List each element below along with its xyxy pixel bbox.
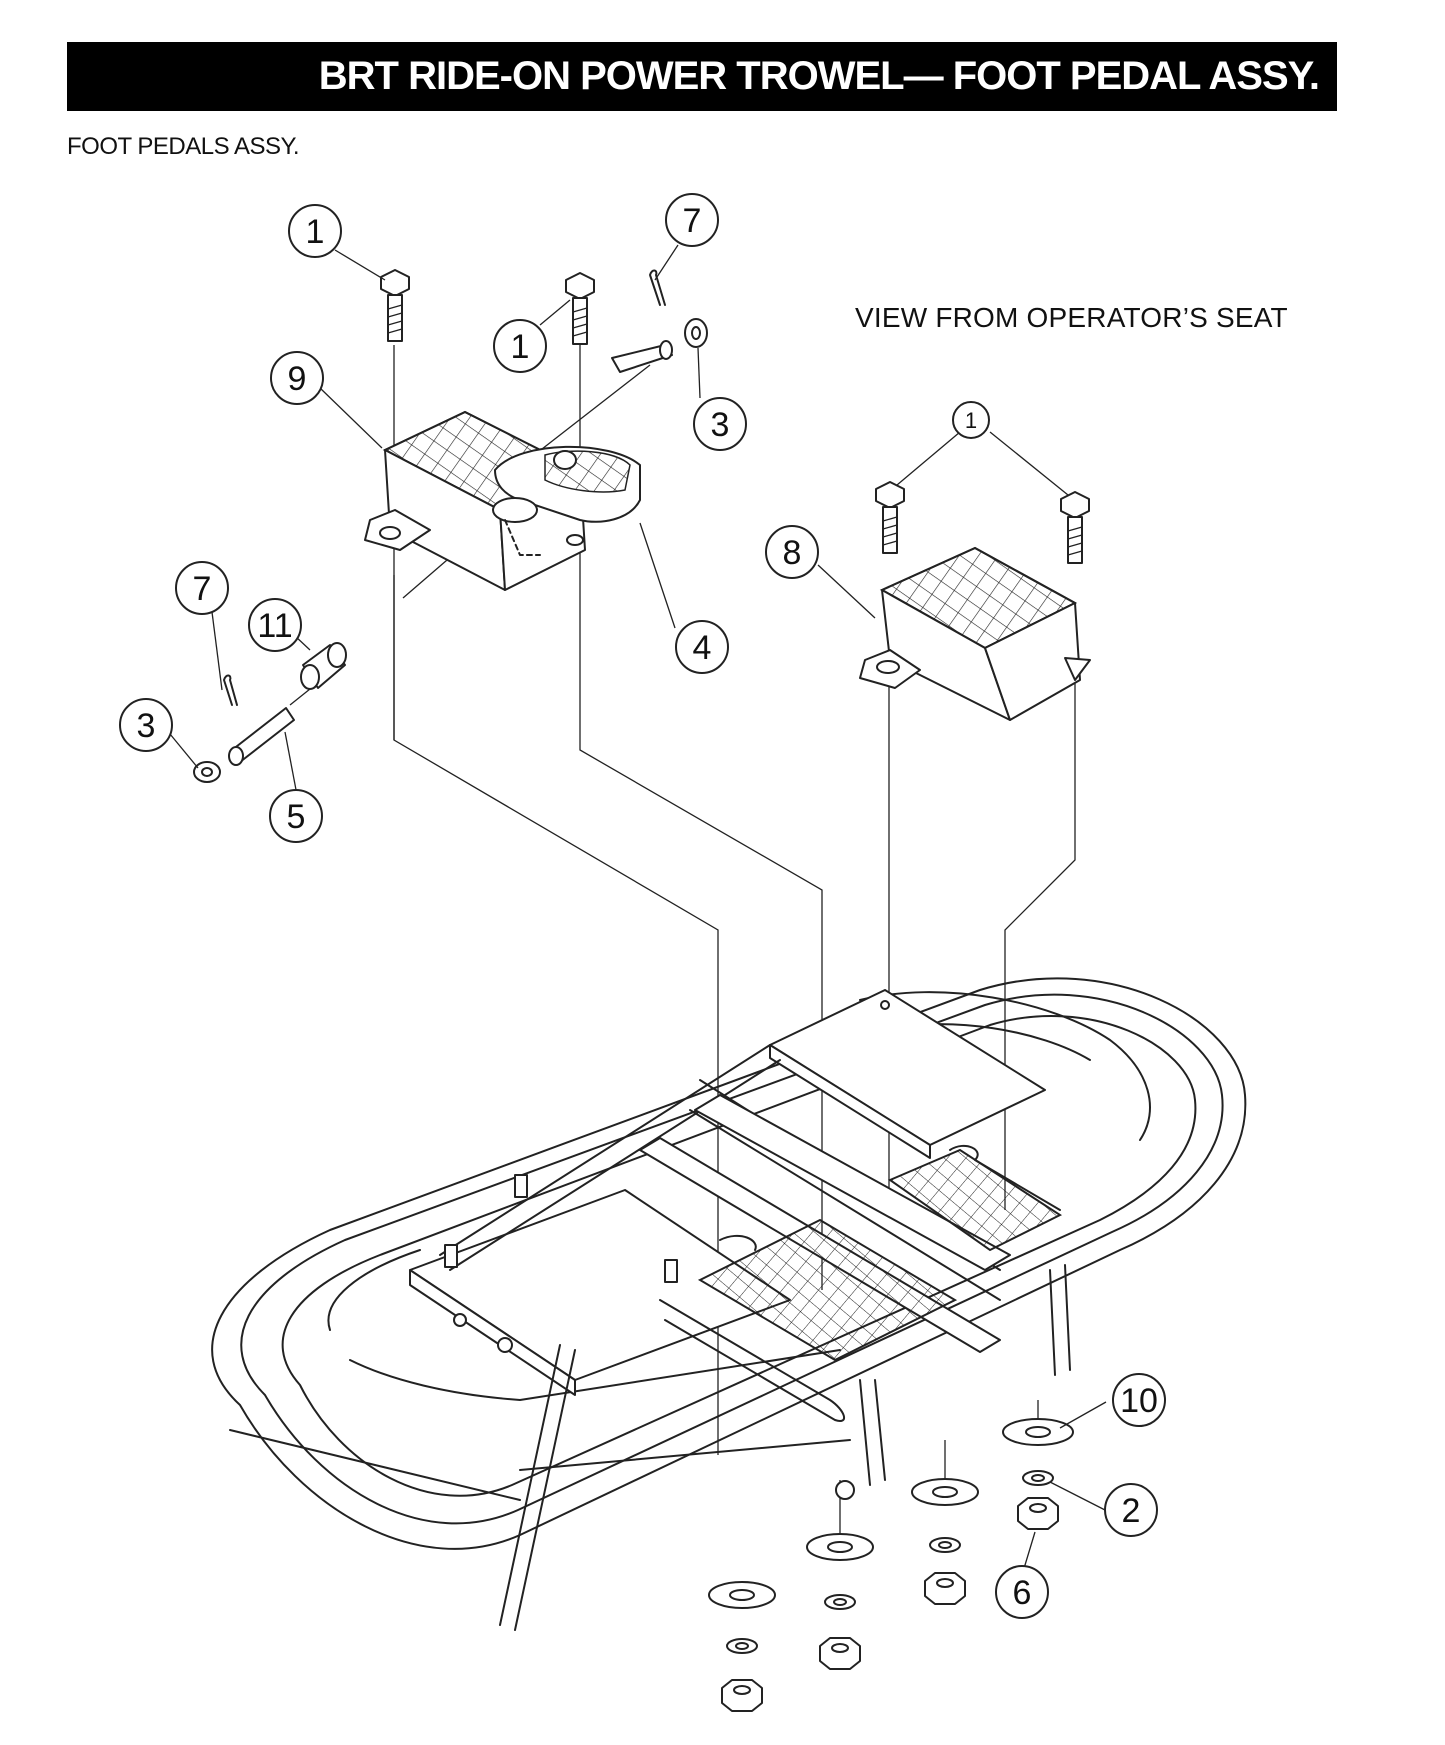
bolt-middle bbox=[565, 272, 595, 345]
svg-text:1: 1 bbox=[306, 213, 325, 251]
svg-text:2: 2 bbox=[1122, 1492, 1141, 1530]
svg-text:11: 11 bbox=[257, 607, 292, 645]
svg-text:8: 8 bbox=[783, 534, 802, 572]
bolts bbox=[380, 269, 1090, 564]
callouts: 1 1 7 3 9 4 7 11 3 5 1 8 10 2 6 bbox=[119, 193, 1166, 1619]
bolt-right-b bbox=[1060, 491, 1090, 564]
svg-text:4: 4 bbox=[693, 629, 712, 667]
trowel-frame bbox=[211, 977, 1247, 1631]
callout-5: 5 bbox=[269, 789, 323, 843]
callout-3-top: 3 bbox=[693, 397, 747, 451]
bolt-right-a bbox=[875, 481, 905, 554]
title-bar: BRT RIDE-ON POWER TROWEL— FOOT PEDAL ASS… bbox=[67, 42, 1337, 111]
bolt-left bbox=[380, 269, 410, 342]
callout-11: 11 bbox=[248, 598, 302, 652]
view-label: VIEW FROM OPERATOR’S SEAT bbox=[855, 302, 1288, 333]
svg-text:10: 10 bbox=[1120, 1382, 1158, 1420]
svg-text:5: 5 bbox=[287, 798, 306, 836]
callout-3-left: 3 bbox=[119, 698, 173, 752]
svg-text:1: 1 bbox=[965, 408, 977, 433]
svg-text:3: 3 bbox=[137, 707, 156, 745]
callout-1-top-left: 1 bbox=[288, 204, 342, 258]
page-title: BRT RIDE-ON POWER TROWEL— FOOT PEDAL ASS… bbox=[318, 54, 1320, 98]
svg-text:6: 6 bbox=[1013, 1574, 1032, 1612]
callout-10: 10 bbox=[1112, 1373, 1166, 1427]
svg-text:7: 7 bbox=[683, 202, 702, 240]
callout-1-right: 1 bbox=[952, 401, 990, 439]
callout-7-top: 7 bbox=[665, 193, 719, 247]
callout-1-top-middle: 1 bbox=[493, 319, 547, 373]
callout-9: 9 bbox=[270, 351, 324, 405]
pins-and-washers bbox=[193, 269, 708, 783]
callout-6: 6 bbox=[995, 1565, 1049, 1619]
svg-text:9: 9 bbox=[288, 360, 307, 398]
hardware-stacks bbox=[708, 1418, 1074, 1712]
callout-7-left: 7 bbox=[175, 561, 229, 615]
svg-text:7: 7 bbox=[193, 570, 212, 608]
callout-4: 4 bbox=[675, 620, 729, 674]
svg-text:3: 3 bbox=[711, 406, 730, 444]
foot-rest bbox=[859, 546, 1091, 721]
svg-text:1: 1 bbox=[511, 328, 530, 366]
diagram-subtitle: FOOT PEDALS ASSY. bbox=[67, 133, 300, 160]
callout-2: 2 bbox=[1104, 1483, 1158, 1537]
leader-lines bbox=[169, 244, 1107, 1576]
foot-pedal-assembly bbox=[364, 410, 641, 591]
callout-8: 8 bbox=[765, 525, 819, 579]
